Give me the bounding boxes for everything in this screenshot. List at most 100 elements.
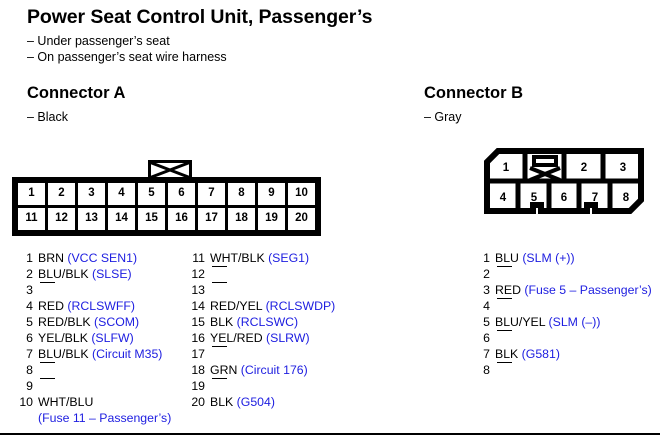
pin-number: 11 bbox=[192, 251, 205, 265]
circuit-name: (G581) bbox=[518, 347, 560, 361]
connector-a-pinrow-11: 11 WHT/BLK (SEG1) bbox=[186, 250, 376, 266]
connector-a-pin-17: 17 bbox=[198, 208, 225, 230]
circuit-name: (SLRW) bbox=[262, 331, 310, 345]
wire-color: RED bbox=[495, 283, 521, 297]
connector-a-pin-1: 1 bbox=[18, 183, 45, 205]
circuit-name: (RCLSWC) bbox=[233, 315, 299, 329]
connector-b-pin-7: 7 bbox=[592, 192, 598, 204]
circuit-name: (Circuit M35) bbox=[88, 347, 163, 361]
connector-a-pin-3: 3 bbox=[78, 183, 105, 205]
connector-b-pin-8: 8 bbox=[623, 192, 630, 204]
wire-color: BLK bbox=[210, 395, 234, 409]
pin-value: YEL/BLK (SLFW) bbox=[38, 330, 134, 346]
connector-a-pin-4: 4 bbox=[108, 183, 135, 205]
circuit-name: (RCLSWFF) bbox=[63, 299, 136, 313]
pin-number: 6 bbox=[26, 331, 33, 345]
connector-b-pin-1: 1 bbox=[503, 162, 510, 174]
connector-b-pinrow-4: 4 bbox=[471, 298, 660, 314]
connector-a-pinrow-8: 8 bbox=[14, 362, 194, 378]
pin-number: 12 bbox=[191, 267, 205, 281]
connector-b-pinrow-7: 7 BLK (G581) bbox=[471, 346, 660, 362]
wire-color: RED/YEL bbox=[210, 299, 263, 313]
circuit-name: (SLFW) bbox=[87, 331, 134, 345]
pin-unused-dash bbox=[212, 282, 227, 283]
pin-value: RED (Fuse 5 – Passenger’s) bbox=[495, 282, 652, 298]
connector-b-pin-3: 3 bbox=[620, 162, 626, 174]
pin-number: 1 bbox=[26, 251, 33, 265]
pin-number: 5 bbox=[26, 315, 33, 329]
pin-unused-dash bbox=[497, 266, 512, 267]
pin-number: 3 bbox=[26, 283, 33, 297]
connector-a-pin-2: 2 bbox=[48, 183, 75, 205]
connector-a-pinrow-4: 4 RED (RCLSWFF) bbox=[14, 298, 194, 314]
connector-b-pin-2: 2 bbox=[581, 162, 587, 174]
pin-number: 13 bbox=[191, 283, 205, 297]
pin-number: 2 bbox=[26, 267, 33, 281]
connector-a-pin-9: 9 bbox=[258, 183, 285, 205]
circuit-name: (G504) bbox=[233, 395, 275, 409]
wire-color: BLU/BLK bbox=[38, 347, 89, 361]
pin-unused-dash bbox=[40, 378, 55, 379]
pin-unused-dash bbox=[212, 378, 227, 379]
circuit-name: (SEG1) bbox=[264, 251, 310, 265]
pin-unused-dash bbox=[497, 330, 512, 331]
wire-color: BRN bbox=[38, 251, 64, 265]
connector-b-pinrow-8: 8 bbox=[471, 362, 660, 378]
circuit-name: (Fuse 5 – Passenger’s) bbox=[520, 283, 652, 297]
wire-color: RED bbox=[38, 299, 64, 313]
connector-b-heading: Connector B bbox=[424, 84, 523, 102]
pin-unused-dash bbox=[497, 298, 512, 299]
pin-unused-dash bbox=[40, 282, 55, 283]
wire-color: YEL/RED bbox=[210, 331, 263, 345]
pin-value: WHT/BLK (SEG1) bbox=[210, 250, 309, 266]
pin-number: 2 bbox=[483, 267, 490, 281]
connector-a-pin-15: 15 bbox=[138, 208, 165, 230]
circuit-name: (SCOM) bbox=[90, 315, 140, 329]
wire-color: RED/BLK bbox=[38, 315, 91, 329]
circuit-name: (SLM (–)) bbox=[545, 315, 601, 329]
pin-number: 14 bbox=[191, 299, 205, 313]
connector-a-pin-6: 6 bbox=[168, 183, 195, 205]
pin-number: 8 bbox=[26, 363, 33, 377]
connector-a-pin-13: 13 bbox=[78, 208, 105, 230]
pin-number: 10 bbox=[19, 395, 33, 409]
pin-number: 7 bbox=[483, 347, 490, 361]
pin-number: 3 bbox=[483, 283, 490, 297]
pin-value: BLK (RCLSWC) bbox=[210, 314, 298, 330]
location-note-2: – On passenger’s seat wire harness bbox=[27, 50, 227, 64]
pin-value: BLK (G504) bbox=[210, 394, 275, 410]
connector-a-pin-16: 16 bbox=[168, 208, 195, 230]
pin-value: YEL/RED (SLRW) bbox=[210, 330, 310, 346]
pin-value: BLU/BLK (SLSE) bbox=[38, 266, 132, 282]
wire-color: BLU/YEL bbox=[495, 315, 546, 329]
wire-color: GRN bbox=[210, 363, 238, 377]
connector-a-pinrow-13: 13 bbox=[186, 282, 376, 298]
connector-a-pin-19: 19 bbox=[258, 208, 285, 230]
circuit-name: (SLSE) bbox=[88, 267, 132, 281]
wire-color: WHT/BLK bbox=[210, 251, 265, 265]
connector-a-pin-10: 10 bbox=[288, 183, 315, 205]
pin-number: 4 bbox=[26, 299, 33, 313]
wire-color: BLK bbox=[210, 315, 234, 329]
circuit-name: (VCC SEN1) bbox=[63, 251, 138, 265]
pin-value: BRN (VCC SEN1) bbox=[38, 250, 137, 266]
connector-a-pin-12: 12 bbox=[48, 208, 75, 230]
connector-a-pin-5: 5 bbox=[138, 183, 165, 205]
connector-a-pin-18: 18 bbox=[228, 208, 255, 230]
connector-b-diagram: 1 2 3 4 5 6 7 8 bbox=[484, 148, 644, 218]
connector-a-pinrow-12: 12 bbox=[186, 266, 376, 282]
pin-unused-dash bbox=[497, 362, 512, 363]
wire-color: BLK bbox=[495, 347, 519, 361]
circuit-name: (SLM (+)) bbox=[518, 251, 575, 265]
connector-a-heading: Connector A bbox=[27, 84, 126, 102]
